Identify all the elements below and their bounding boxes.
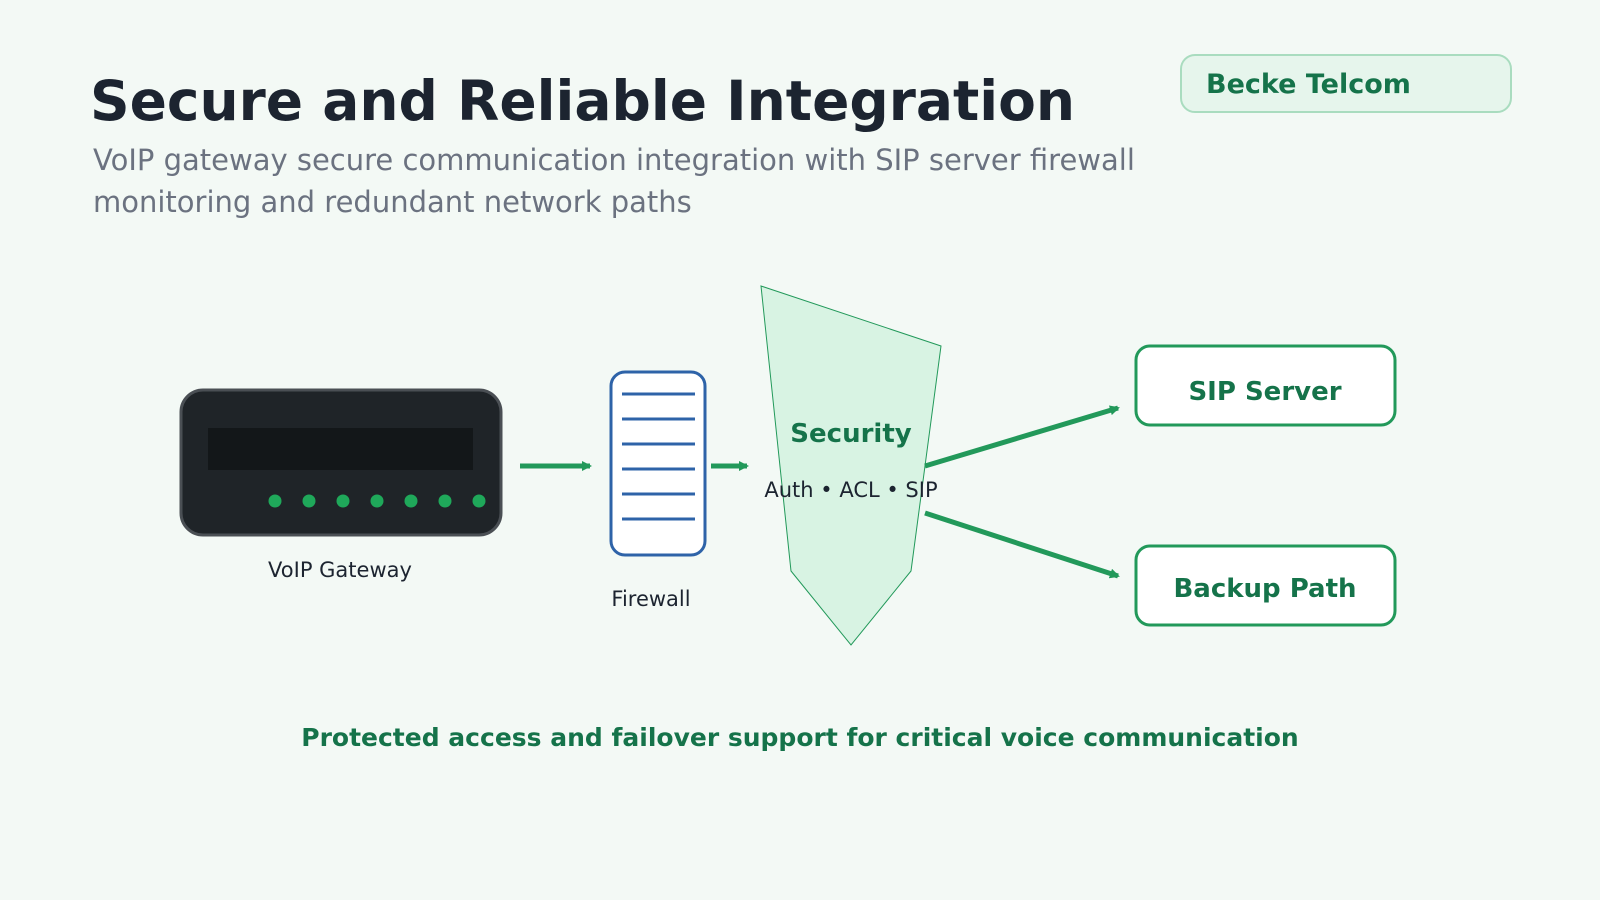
gateway-port-led bbox=[370, 494, 384, 508]
sip-server-node: SIP Server bbox=[1134, 344, 1397, 427]
backup-path-label: Backup Path bbox=[1173, 574, 1356, 604]
page-title: Secure and Reliable Integration bbox=[90, 69, 1075, 133]
gateway-port-led bbox=[268, 494, 282, 508]
gateway-port-led bbox=[472, 494, 486, 508]
arrow-to-backup-path bbox=[924, 510, 1120, 579]
gateway-display bbox=[208, 428, 473, 470]
firewall-icon bbox=[609, 370, 707, 557]
page-subtitle-line-2: monitoring and redundant network paths bbox=[93, 185, 692, 219]
firewall-label: Firewall bbox=[611, 587, 690, 611]
gateway-port-led bbox=[438, 494, 452, 508]
gateway-port-led bbox=[302, 494, 316, 508]
brand-badge-label: Becke Telcom bbox=[1206, 69, 1411, 100]
gateway-port-led bbox=[404, 494, 418, 508]
security-shield bbox=[760, 285, 942, 646]
gateway-ports bbox=[268, 494, 486, 508]
backup-path-node: Backup Path bbox=[1134, 544, 1397, 627]
gateway-port-led bbox=[336, 494, 350, 508]
brand-badge: Becke Telcom bbox=[1180, 54, 1512, 113]
firewall-lines bbox=[622, 392, 695, 521]
sip-server-label: SIP Server bbox=[1188, 377, 1341, 407]
page-subtitle-line-1: VoIP gateway secure communication integr… bbox=[93, 143, 1135, 177]
arrow-to-sip-server bbox=[924, 405, 1120, 469]
voip-gateway-label: VoIP Gateway bbox=[268, 558, 412, 582]
security-detail: Auth • ACL • SIP bbox=[764, 478, 937, 502]
security-title: Security bbox=[790, 419, 911, 449]
footer-tagline: Protected access and failover support fo… bbox=[301, 723, 1298, 752]
voip-gateway-device bbox=[179, 388, 503, 537]
